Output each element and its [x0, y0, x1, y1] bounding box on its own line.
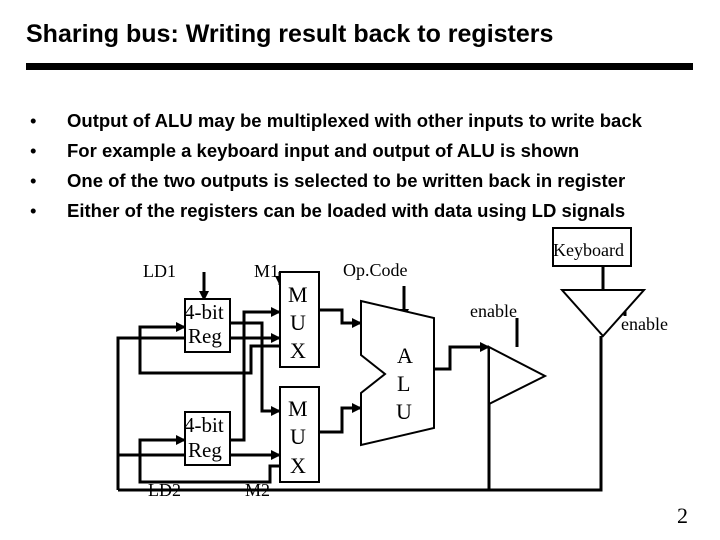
mux-top-letter-u: U	[290, 310, 306, 335]
bullet-text: For example a keyboard input and output …	[67, 140, 580, 161]
bullet-item: • Either of the registers can be loaded w…	[30, 198, 642, 228]
bullet-text: Either of the registers can be loaded wi…	[67, 200, 626, 221]
mux2-feedback-wire	[138, 435, 280, 484]
mux-bottom	[279, 386, 320, 483]
keyboard-box	[552, 227, 632, 267]
page-number: 2	[677, 503, 688, 528]
bullet-item: • One of the two outputs is selected to b…	[30, 168, 642, 198]
mux-top	[279, 271, 320, 368]
reg2-to-mux1-wire	[230, 307, 281, 442]
alu-letter-a: A	[397, 343, 413, 368]
bullet-marker: •	[30, 110, 37, 131]
register-top-line2: Reg	[188, 324, 222, 348]
bullet-marker: •	[30, 140, 37, 161]
bullet-list: • Output of ALU may be multiplexed with o…	[30, 108, 642, 228]
opcode-label: Op.Code	[343, 260, 408, 280]
mux-top-letter-x: X	[290, 338, 306, 363]
m1-label: M1	[254, 261, 279, 281]
alu-shape	[360, 299, 435, 447]
register-bottom-line2: Reg	[188, 438, 222, 462]
bus-right-wire	[489, 336, 603, 492]
alu-to-buffer-wire	[434, 342, 490, 371]
bullet-text: Output of ALU may be multiplexed with ot…	[67, 110, 642, 131]
register-top	[184, 298, 231, 353]
reg1-to-mux2-wire	[230, 321, 281, 416]
bullet-item: • For example a keyboard input and output…	[30, 138, 642, 168]
mux1-feedback-wire	[138, 322, 280, 375]
m2-label: M2	[245, 480, 270, 500]
mux-bottom-letter-x: X	[290, 453, 306, 478]
mux2-to-alu-wire	[319, 403, 362, 434]
bullet-item: • Output of ALU may be multiplexed with o…	[30, 108, 642, 138]
register-top-line1: 4-bit	[184, 300, 224, 324]
mux-bottom-letter-u: U	[290, 424, 306, 449]
title-divider	[26, 63, 693, 70]
enable-left-label: enable	[470, 301, 517, 321]
tri-state-buffer-keyboard	[559, 289, 647, 338]
bullet-marker: •	[30, 170, 37, 191]
mux-top-letter-m: M	[288, 282, 308, 307]
keyboard-label: Keyboard	[553, 240, 624, 260]
mux1-to-alu-wire	[319, 308, 362, 328]
ld1-label: LD1	[143, 261, 176, 281]
alu-letter-l: L	[397, 371, 410, 396]
slide-title: Sharing bus: Writing result back to regi…	[26, 20, 554, 48]
alu-letter-u: U	[396, 399, 412, 424]
ld2-label: LD2	[148, 480, 181, 500]
bullet-marker: •	[30, 200, 37, 221]
register-bottom-line1: 4-bit	[184, 413, 224, 437]
bullet-text: One of the two outputs is selected to be…	[67, 170, 626, 191]
enable-right-label: enable	[621, 314, 668, 334]
mux-bottom-letter-m: M	[288, 396, 308, 421]
tri-state-buffer-alu	[488, 345, 548, 406]
register-bottom	[184, 411, 231, 466]
